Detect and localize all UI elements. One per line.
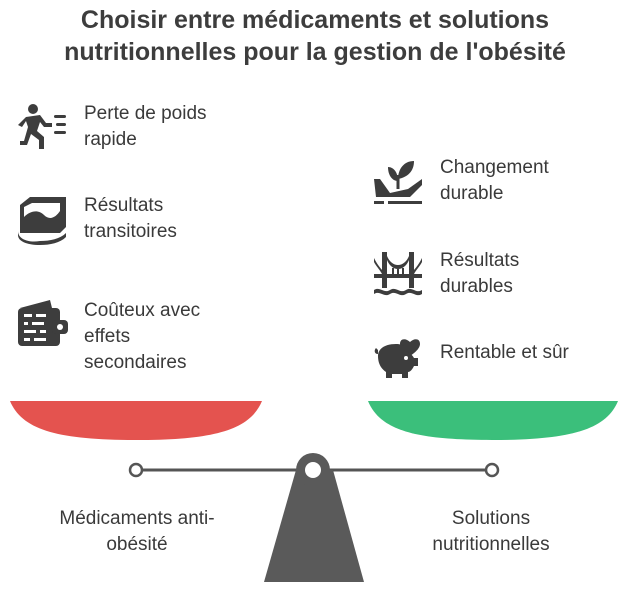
wallet-icon: [18, 300, 68, 346]
running-person-icon: [18, 104, 66, 149]
bridge-icon: [374, 252, 422, 296]
right-item-cost-effective-safe: Rentable et sûr: [372, 326, 569, 378]
left-item-label: Résultats transitoires: [84, 195, 177, 242]
left-item-label: Perte de poids rapide: [84, 103, 207, 150]
right-pan: [368, 401, 618, 440]
plant-in-hand-icon: [374, 161, 422, 204]
right-item-label: Rentable et sûr: [440, 342, 569, 363]
diagram-title: Choisir entre médicaments et solutions n…: [0, 4, 630, 68]
right-base-label: Solutions nutritionnelles: [432, 508, 550, 555]
right-item-lasting-results: Résultats durables: [372, 248, 519, 300]
right-item-lasting-change: Changement durable: [372, 155, 549, 207]
left-item-costly-side-effects: Coûteux avec effets secondaires: [16, 298, 200, 376]
right-item-label: Résultats durables: [440, 250, 520, 297]
piggy-bank-heart-icon: [374, 339, 420, 378]
melting-block-icon: [18, 197, 66, 245]
left-item-label: Coûteux avec effets secondaires: [84, 300, 201, 373]
right-item-label: Changement durable: [440, 157, 549, 204]
left-item-rapid-weight-loss: Perte de poids rapide: [16, 101, 207, 153]
title-line-2: nutritionnelles pour la gestion de l'obé…: [64, 38, 566, 66]
right-hinge: [484, 462, 500, 478]
title-line-1: Choisir entre médicaments et solutions: [80, 6, 550, 34]
fulcrum-pivot-hole: [305, 462, 321, 478]
scale-fulcrum: [264, 470, 364, 582]
left-item-transient-results: Résultats transitoires: [16, 193, 177, 245]
left-pan: [10, 401, 262, 440]
left-base-label: Médicaments anti- obésité: [59, 508, 215, 555]
left-hinge: [128, 462, 144, 478]
